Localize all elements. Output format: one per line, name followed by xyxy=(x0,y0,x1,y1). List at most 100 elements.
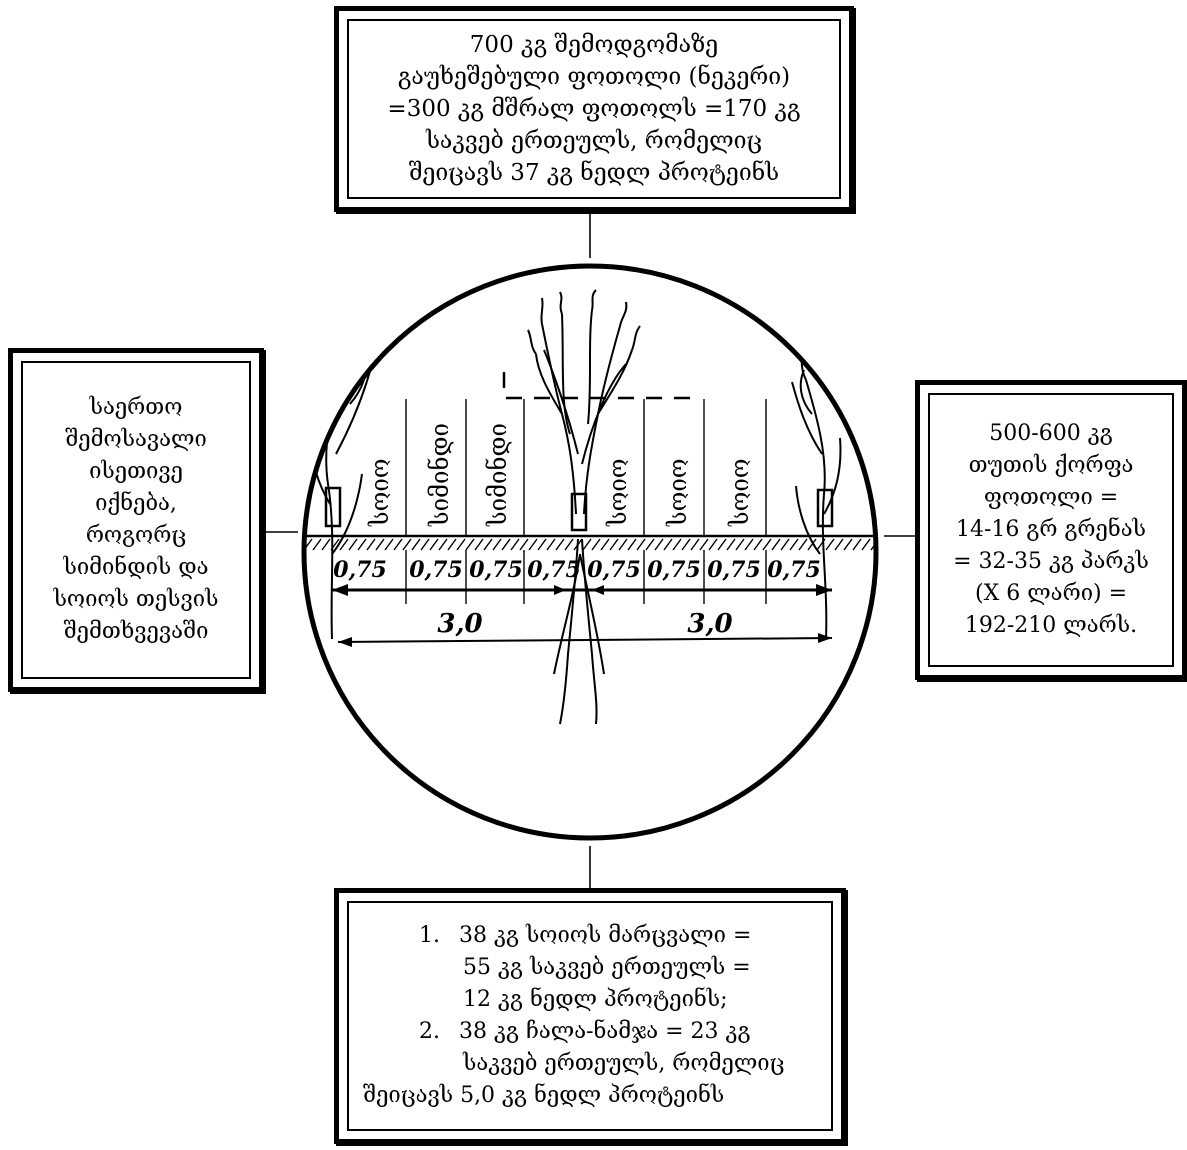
crop-label-soy: სოიო xyxy=(604,458,632,527)
box-top-frame: 700 კგ შემოდგომაზე გაუხეშებული ფოთოლი (ნ… xyxy=(347,19,841,199)
right-box-line: 192-210 ლარს. xyxy=(965,610,1137,642)
soil-hatch-mark xyxy=(826,539,834,550)
crop-labels: სოიო სიმინდი სიმინდი სოიო სოიო სოიო xyxy=(366,423,754,527)
list-number: 1. xyxy=(419,920,459,952)
soil-hatch-mark xyxy=(799,539,807,550)
soil-hatch-mark xyxy=(529,539,537,550)
bottom-box-line: 12 კგ ნედლ პროტეინს; xyxy=(359,984,821,1016)
soil-hatch-mark xyxy=(313,539,321,550)
top-box-line: შეიცავს 37 კგ ნედლ პროტეინს xyxy=(409,157,779,189)
canopy-dashed-outline xyxy=(504,372,694,398)
soil-hatch-mark xyxy=(862,539,870,550)
field-cross-section-diagram: სოიო სიმინდი სიმინდი სოიო სოიო სოიო 0,75… xyxy=(292,254,888,850)
soil-hatch-mark xyxy=(421,539,429,550)
box-left-frame: საერთო შემოსავალი ისეთივე იქნება, როგორც… xyxy=(21,361,251,679)
soil-hatch-mark xyxy=(403,539,411,550)
soil-hatch-mark xyxy=(655,539,663,550)
soil-hatch-mark xyxy=(583,539,591,550)
bottom-box-line: შეიცავს 5,0 კგ ნედლ პროტეინს xyxy=(359,1080,821,1112)
left-box-line: იქნება, xyxy=(95,488,177,520)
soil-hatch-mark xyxy=(763,539,771,550)
soil-hatch-mark xyxy=(394,539,402,550)
crop-label-corn: სიმინდი xyxy=(426,423,454,527)
top-box-line: 700 კგ შემოდგომაზე xyxy=(470,29,718,61)
soil-hatch-mark xyxy=(358,539,366,550)
left-box-line: შემოსავალი xyxy=(65,424,207,456)
soil-hatch-mark xyxy=(637,539,645,550)
spacing-label: 0,75 xyxy=(587,557,641,583)
soil-hatch-mark xyxy=(385,539,393,550)
width-label-right: 3,0 xyxy=(687,609,732,639)
soil-hatch-mark xyxy=(565,539,573,550)
right-box-line: = 32-35 კგ პარკს xyxy=(953,546,1149,578)
soil-hatch-mark xyxy=(628,539,636,550)
box-bottom-frame: 1.38 კგ სოიოს მარცვალი = 55 კგ საკვებ ერ… xyxy=(347,901,833,1131)
soil-hatch-mark xyxy=(781,539,789,550)
soil-hatch-mark xyxy=(592,539,600,550)
soil-hatch-mark xyxy=(367,539,375,550)
top-box-line: გაუხეშებული ფოთოლი (ნეკერი) xyxy=(398,61,790,93)
soil-hatch-mark xyxy=(511,539,519,550)
soil-hatch-mark xyxy=(493,539,501,550)
left-box-line: სოიოს თესვის xyxy=(54,584,219,616)
spacing-label: 0,75 xyxy=(707,557,761,583)
soil-hatch-mark xyxy=(484,539,492,550)
soil-hatch-mark xyxy=(736,539,744,550)
soil-hatch-mark xyxy=(754,539,762,550)
soil-hatch-mark xyxy=(682,539,690,550)
bottom-box-line: 2.38 კგ ჩალა-ნამჯა = 23 კგ xyxy=(359,1016,821,1048)
right-box-line: 500-600 კგ xyxy=(989,418,1112,450)
spacing-label: 0,75 xyxy=(647,557,701,583)
top-box-line: =300 კგ მშრალ ფოთოლს =170 კგ xyxy=(387,93,800,125)
soil-hatch-mark xyxy=(619,539,627,550)
soil-hatch-mark xyxy=(322,539,330,550)
soil-hatching xyxy=(304,539,888,550)
top-box-line: საკვებ ერთეულს, რომელიც xyxy=(426,125,762,157)
box-mulberry-leaf-autumn: 700 კგ შემოდგომაზე გაუხეშებული ფოთოლი (ნ… xyxy=(334,6,854,212)
width-label-left: 3,0 xyxy=(437,609,482,639)
box-soy-yield: 1.38 კგ სოიოს მარცვალი = 55 კგ საკვებ ერ… xyxy=(334,888,846,1144)
soil-hatch-mark xyxy=(349,539,357,550)
soil-hatch-mark xyxy=(880,539,888,550)
right-box-line: ფოთოლი = xyxy=(984,482,1118,514)
soil-hatch-mark xyxy=(646,539,654,550)
soil-hatch-mark xyxy=(709,539,717,550)
soil-hatch-mark xyxy=(835,539,843,550)
soil-hatch-mark xyxy=(664,539,672,550)
soil-hatch-mark xyxy=(538,539,546,550)
soil-hatch-mark xyxy=(718,539,726,550)
soil-hatch-mark xyxy=(448,539,456,550)
bottom-box-line: 55 კგ საკვებ ერთეულს = xyxy=(359,952,821,984)
list-number: 2. xyxy=(419,1016,459,1048)
spacing-label: 0,75 xyxy=(767,557,821,583)
list-text: 38 კგ ჩალა-ნამჯა = 23 კგ xyxy=(459,1019,751,1044)
spacing-label: 0,75 xyxy=(469,557,523,583)
soil-hatch-mark xyxy=(457,539,465,550)
soil-hatch-mark xyxy=(439,539,447,550)
list-text: 38 კგ სოიოს მარცვალი = xyxy=(459,923,751,948)
left-box-line: სიმინდის და xyxy=(64,552,209,584)
left-box-line: საერთო xyxy=(90,392,183,424)
crop-label-soy: სოიო xyxy=(726,458,754,527)
soil-hatch-mark xyxy=(727,539,735,550)
left-box-line: როგორც xyxy=(86,520,186,552)
soil-hatch-mark xyxy=(412,539,420,550)
crop-label-soy: სოიო xyxy=(366,458,394,527)
right-box-line: 14-16 გრ გრენას xyxy=(956,514,1146,546)
soil-hatch-mark xyxy=(844,539,852,550)
soil-hatch-mark xyxy=(691,539,699,550)
soil-hatch-mark xyxy=(772,539,780,550)
soil-hatch-mark xyxy=(673,539,681,550)
width-dimension-line xyxy=(338,638,832,642)
spacing-label: 0,75 xyxy=(333,557,387,583)
soil-hatch-mark xyxy=(556,539,564,550)
soil-hatch-mark xyxy=(547,539,555,550)
bottom-box-line: 1.38 კგ სოიოს მარცვალი = xyxy=(359,920,821,952)
soil-hatch-mark xyxy=(700,539,708,550)
soil-hatch-mark xyxy=(601,539,609,550)
soil-hatch-mark xyxy=(610,539,618,550)
crop-label-corn: სიმინდი xyxy=(484,423,512,527)
soil-hatch-mark xyxy=(520,539,528,550)
left-box-line: ისეთივე xyxy=(89,456,183,488)
soil-hatch-mark xyxy=(376,539,384,550)
